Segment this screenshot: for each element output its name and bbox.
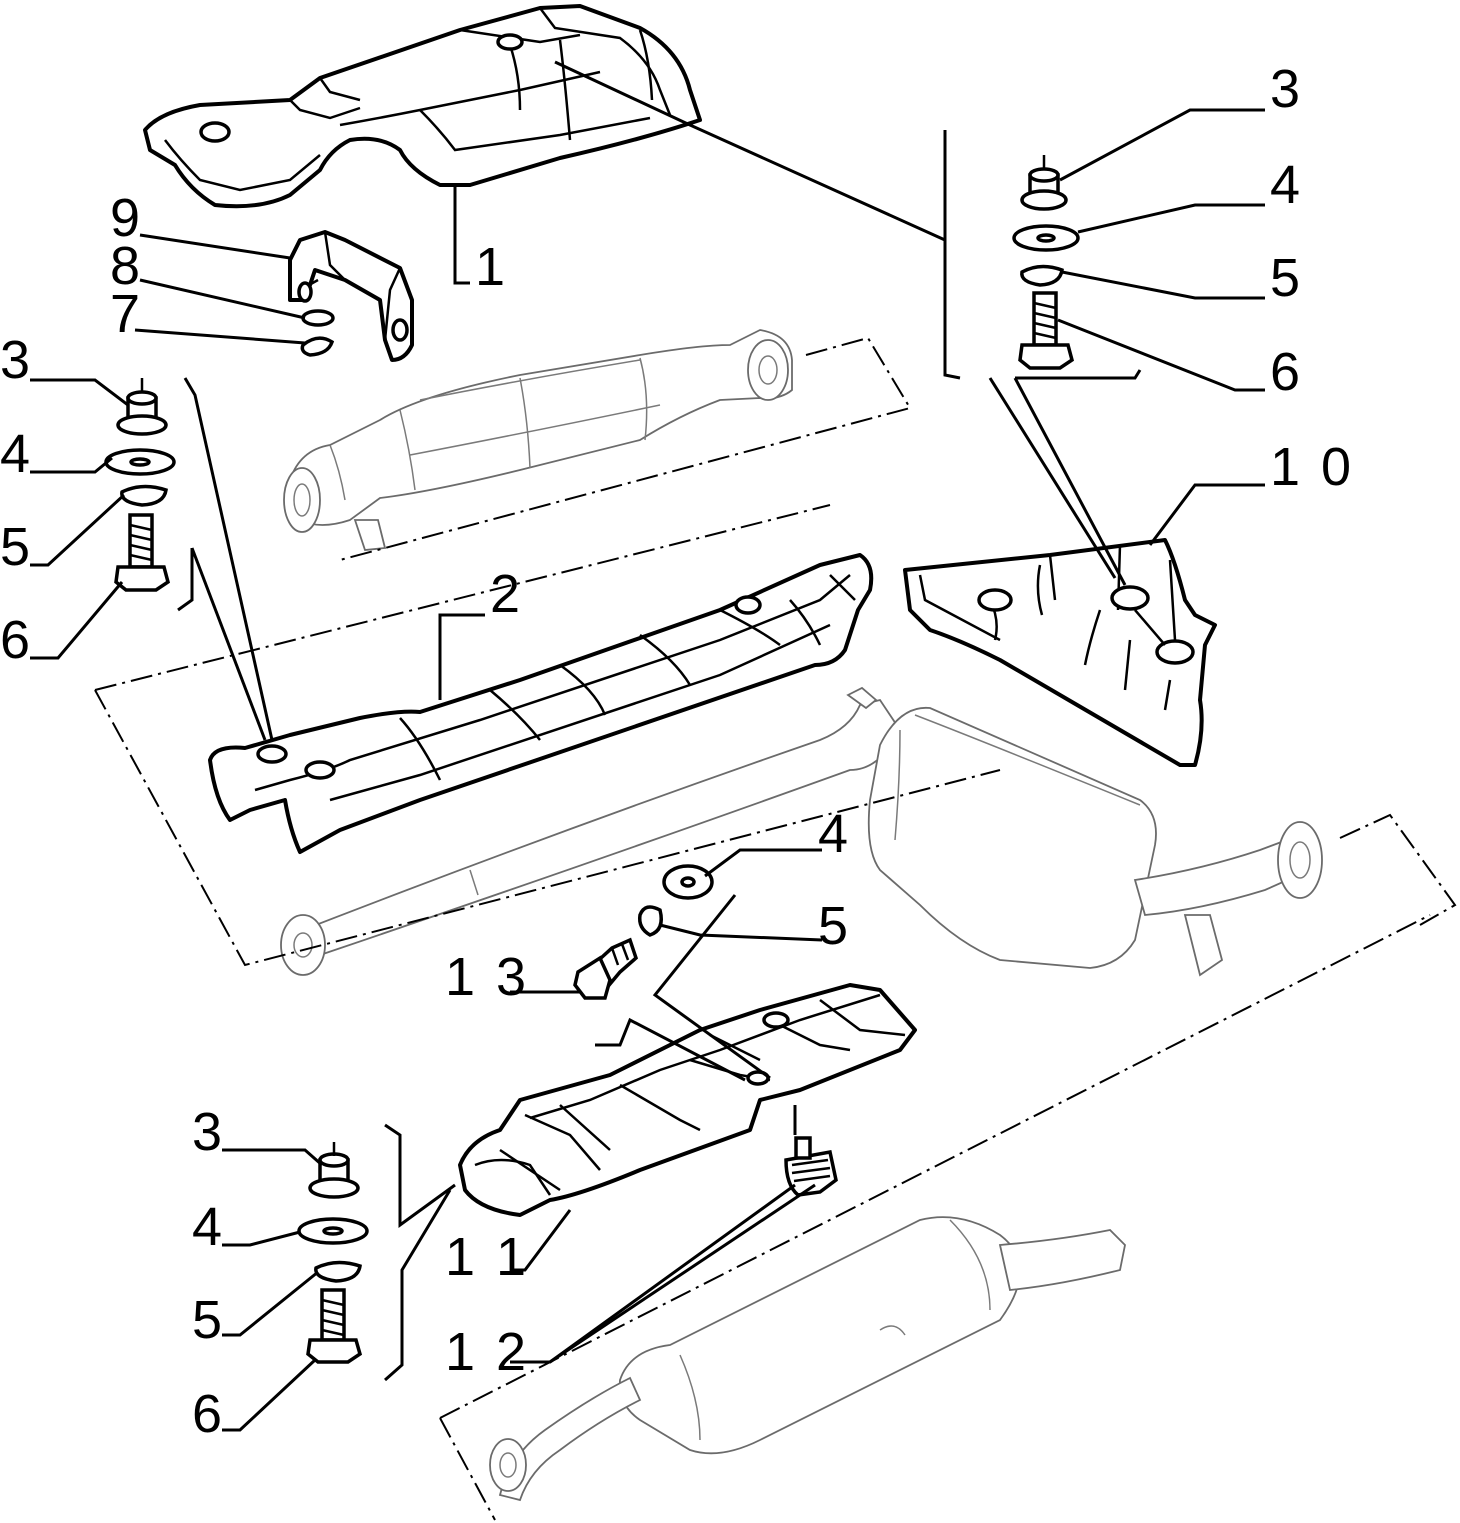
- part-labels: 1 2 3 4 5 6 1 0 9 8 7 3 4 5 6 4 5 1 3 3 …: [0, 59, 1354, 1444]
- label-part-3-upper-right: 3: [1270, 59, 1303, 119]
- label-part-1: 1: [475, 237, 508, 297]
- label-part-5-lower-left: 5: [192, 1290, 225, 1350]
- label-part-4-upper-right: 4: [1270, 155, 1303, 215]
- fastener-stack-lower-left: [297, 1142, 369, 1364]
- center-heat-shield: [208, 553, 874, 854]
- rubber-mount-part-12: [784, 1136, 838, 1197]
- fastener-stack-center: [573, 864, 714, 1000]
- label-part-6-left: 6: [0, 610, 33, 670]
- assembly-outline-middle: [94, 504, 1457, 967]
- label-part-9: 9: [110, 188, 143, 248]
- label-part-7: 7: [110, 284, 143, 344]
- catalytic-converter-ghost: [283, 329, 793, 551]
- label-part-6-upper-right: 6: [1270, 342, 1303, 402]
- label-part-11: 1 1: [445, 1227, 529, 1287]
- rear-side-heat-shield: [903, 538, 1217, 767]
- center-silencer-ghost: [867, 706, 1323, 977]
- label-part-4-center: 4: [818, 804, 851, 864]
- label-part-12: 1 2: [445, 1322, 529, 1382]
- label-part-8: 8: [110, 236, 143, 296]
- lock-washer-part-7: [300, 336, 335, 357]
- assembly-outline-lower: [439, 914, 1431, 1521]
- leader-lines: [30, 60, 1265, 1432]
- label-part-3-left: 3: [0, 330, 33, 390]
- tunnel-heat-shield: [143, 4, 702, 209]
- label-part-4-lower-left: 4: [192, 1197, 225, 1257]
- fastener-stack-left: [104, 378, 176, 592]
- front-pipe-ghost: [280, 686, 902, 976]
- label-part-6-lower-left: 6: [192, 1384, 225, 1444]
- fastener-stack-upper-right: [1012, 155, 1080, 370]
- bracket-part-9: [288, 230, 414, 362]
- label-part-5-upper-right: 5: [1270, 248, 1303, 308]
- label-part-13: 1 3: [445, 947, 529, 1007]
- label-part-5-center: 5: [818, 896, 851, 956]
- rear-silencer-ghost: [489, 1216, 1126, 1502]
- label-part-5-left: 5: [0, 517, 33, 577]
- rear-silencer-heat-shield: [458, 983, 917, 1217]
- label-part-4-left: 4: [0, 424, 33, 484]
- label-part-10: 1 0: [1270, 437, 1354, 497]
- label-part-2: 2: [490, 564, 523, 624]
- label-part-3-lower-left: 3: [192, 1102, 225, 1162]
- washer-part-8: [301, 309, 335, 327]
